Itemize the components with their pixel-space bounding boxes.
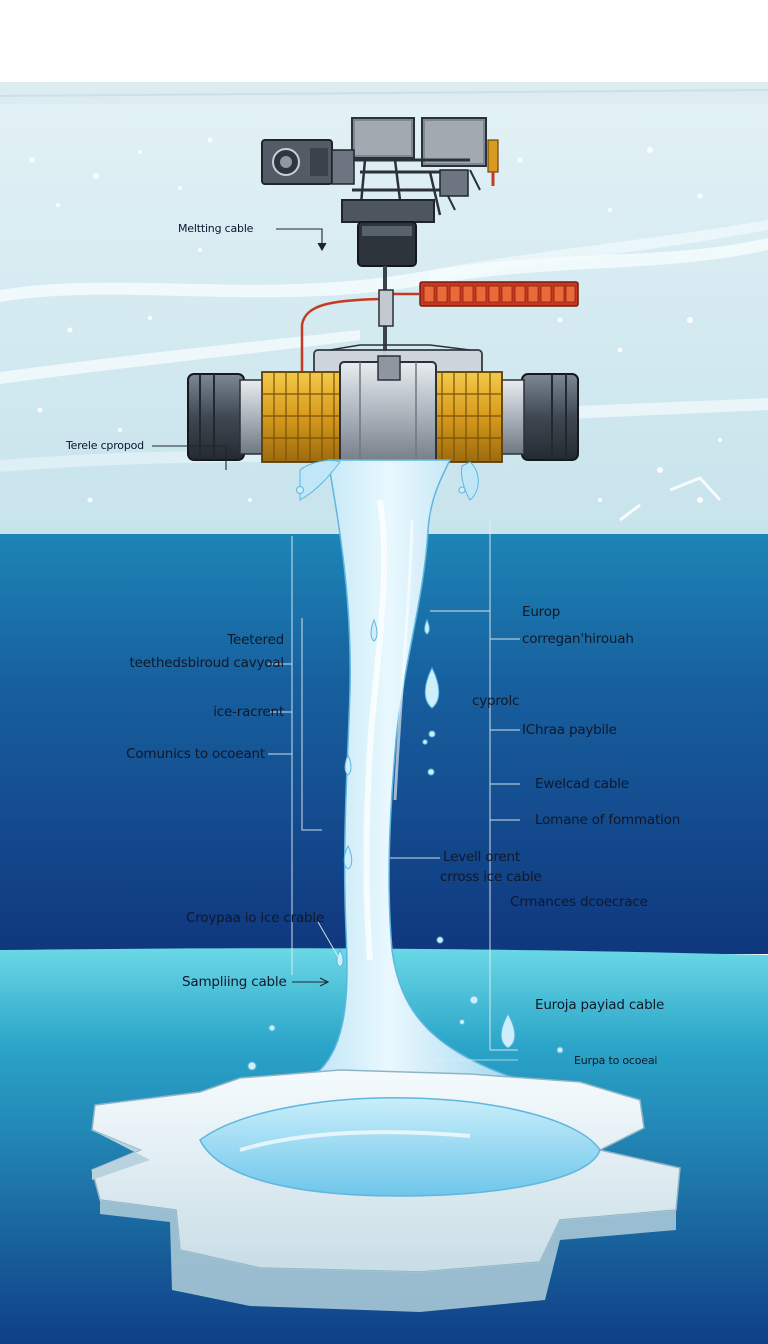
label-shroud: teethedsbiroud cavyoal: [129, 655, 285, 671]
label-crmances: Crmances dcoecrace: [510, 894, 648, 910]
label-cross-ice: crross ice cable: [440, 869, 542, 885]
label-lomane: Lomane of fommation: [535, 812, 681, 828]
label-ice-racrent: ice-racrent: [213, 704, 284, 720]
label-europa-ocean: Eurpa to ocoeai: [574, 1054, 658, 1067]
drill-lander: [261, 117, 499, 360]
label-sampling: Sampliing cable: [182, 974, 287, 990]
label-teetered: Teetered: [227, 632, 284, 648]
label-corregan: corregan'hirouah: [522, 631, 634, 647]
melt-probe-cylinder: [187, 344, 579, 469]
label-tether: Terele cpropod: [66, 439, 144, 452]
label-cropaa: Croypaa io ice crable: [186, 910, 325, 926]
label-europa-payload: Euroja payiad cable: [535, 997, 665, 1013]
label-communics: Comunics to ocoeant: [126, 746, 265, 762]
ice-floe: [91, 1069, 681, 1312]
label-ewelcad: Ewelcad cable: [535, 776, 629, 792]
heater-strip: [300, 281, 579, 372]
label-cyprolc: cyprolc: [472, 693, 520, 709]
label-levell: Levell orent: [443, 849, 520, 865]
label-europ: Europ: [522, 604, 561, 620]
label-melting-cable: Meltting cable: [178, 222, 254, 235]
top-leaders: [152, 228, 330, 987]
label-ichraa: IChraa paybile: [522, 722, 617, 738]
leader-lines: [268, 520, 520, 1061]
water-droplets: [247, 486, 564, 1071]
